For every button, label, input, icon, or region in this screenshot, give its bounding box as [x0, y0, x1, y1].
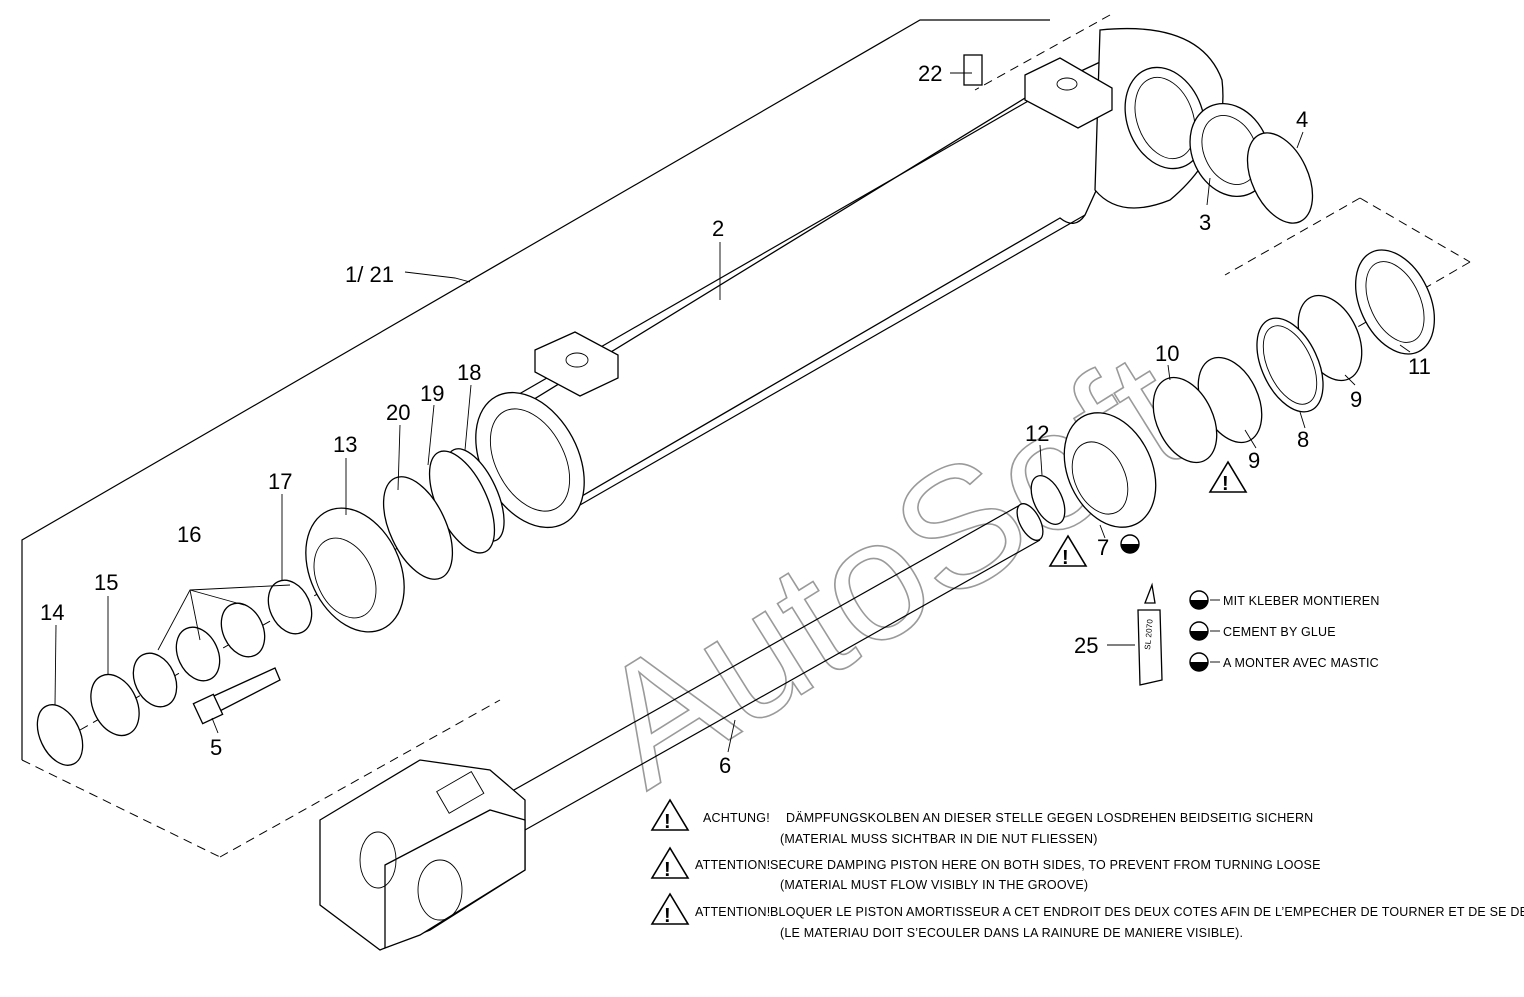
callout-9-right: 9 [1350, 387, 1362, 412]
callout-19: 19 [420, 381, 444, 406]
warning-en-line1: SECURE DAMPING PISTON HERE ON BOTH SIDES… [770, 858, 1321, 872]
warning-fr-prefix: ATTENTION! [695, 905, 770, 919]
callout-5: 5 [210, 735, 222, 760]
callout-13: 13 [333, 432, 357, 457]
callout-22: 22 [918, 61, 942, 86]
leader-lines [54, 72, 1411, 753]
warning-en-line2: (MATERIAL MUST FLOW VISIBLY IN THE GROOV… [780, 878, 1088, 892]
callout-16: 16 [177, 522, 201, 547]
svg-text:!: ! [664, 811, 671, 833]
warning-triangle-icon: ! [650, 798, 690, 833]
warning-triangle-icon: ! [650, 892, 690, 927]
piston-assembly [1030, 249, 1435, 528]
svg-text:!: ! [1222, 473, 1229, 495]
callout-14: 14 [40, 600, 64, 625]
glue-legend-fr: A MONTER AVEC MASTIC [1223, 656, 1379, 670]
warning-triangle-icon: ! [1208, 460, 1248, 495]
glue-symbol-icon [1189, 652, 1209, 672]
glue-legend-de: MIT KLEBER MONTIEREN [1223, 594, 1380, 608]
glue-symbol-icon [1120, 534, 1140, 554]
cylinder-barrel [475, 27, 1224, 529]
glue-legend-en: CEMENT BY GLUE [1223, 625, 1336, 639]
warning-fr-line2: (LE MATERIAU DOIT S’ECOULER DANS LA RAIN… [780, 926, 1243, 940]
callout-2: 2 [712, 216, 724, 241]
glue-tube: SL 2070 [1137, 582, 1163, 686]
callout-18: 18 [457, 360, 481, 385]
warning-triangle-icon: ! [650, 846, 690, 881]
warning-en-prefix: ATTENTION! [695, 858, 770, 872]
piston-rod [319, 503, 1044, 951]
glue-legend: MIT KLEBER MONTIEREN CEMENT BY GLUE A MO… [1223, 594, 1380, 670]
svg-text:!: ! [664, 859, 671, 881]
eye-bearing-parts [963, 54, 1314, 224]
warning-de-prefix: ACHTUNG! [703, 811, 770, 825]
callout-12: 12 [1025, 421, 1049, 446]
glue-symbol-icon [1189, 621, 1209, 641]
callout-3: 3 [1199, 210, 1211, 235]
callout-10: 10 [1155, 341, 1179, 366]
callout-11: 11 [1408, 354, 1431, 379]
callout-25: 25 [1074, 633, 1098, 658]
warning-de-line1: DÄMPFUNGSKOLBEN AN DIESER STELLE GEGEN L… [786, 811, 1313, 825]
warning-notes: ! ACHTUNG! DÄMPFUNGSKOLBEN AN DIESER STE… [650, 798, 1524, 940]
callout-17: 17 [268, 469, 292, 494]
warning-de-line2: (MATERIAL MUSS SICHTBAR IN DIE NUT FLIES… [780, 832, 1098, 846]
callout-20: 20 [386, 400, 410, 425]
callout-7: 7 [1097, 535, 1109, 560]
warning-fr-line1: BLOQUER LE PISTON AMORTISSEUR A CET ENDR… [770, 905, 1524, 919]
callout-4: 4 [1296, 107, 1308, 132]
glue-symbol-icon [1189, 590, 1209, 610]
glue-tube-label: SL 2070 [1143, 618, 1155, 650]
rod-guide-assembly [36, 448, 505, 766]
callout-labels: 1/ 21 2 3 4 5 6 7 8 9 9 10 11 12 13 14 1… [40, 61, 1431, 778]
warning-triangle-icon: ! [1048, 534, 1088, 569]
callout-1-21: 1/ 21 [345, 262, 394, 287]
callout-15: 15 [94, 570, 118, 595]
svg-text:!: ! [664, 905, 671, 927]
svg-text:!: ! [1062, 547, 1069, 569]
callout-9-left: 9 [1248, 448, 1260, 473]
callout-8: 8 [1297, 427, 1309, 452]
callout-6: 6 [719, 753, 731, 778]
